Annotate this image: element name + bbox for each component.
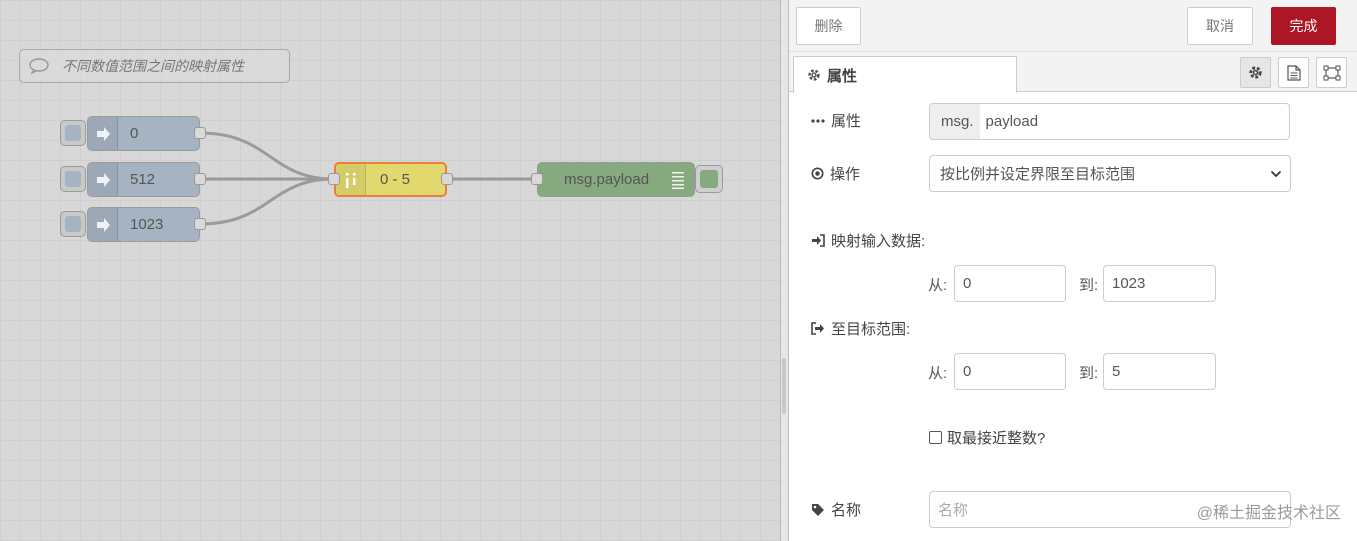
- output-port[interactable]: [194, 127, 206, 139]
- range-node[interactable]: 0 - 5: [334, 162, 447, 197]
- tray-header: 删除 取消 完成: [789, 0, 1357, 52]
- watermark: @稀土掘金技术社区: [1196, 505, 1341, 522]
- tag-icon: [812, 503, 824, 516]
- round-checkbox-row[interactable]: 取最接近整数?: [929, 427, 1045, 448]
- inject-node-label: 0: [130, 125, 139, 142]
- range-node-label: 0 - 5: [380, 171, 411, 188]
- description-tab-button[interactable]: [1278, 57, 1309, 88]
- inject-trigger-button[interactable]: [60, 166, 86, 192]
- input-from-label: 从:: [928, 277, 948, 294]
- debug-node-label: msg.payload: [564, 171, 650, 188]
- name-label: 名称: [811, 499, 861, 520]
- target-from-field[interactable]: 0: [954, 353, 1066, 390]
- comment-node[interactable]: 不同数值范围之间的映射属性: [19, 49, 290, 83]
- inject-node-label: 512: [130, 171, 156, 188]
- target-from-label: 从:: [928, 365, 948, 382]
- name-input[interactable]: 名称: [929, 491, 1291, 528]
- output-port[interactable]: [194, 218, 206, 230]
- delete-button[interactable]: 删除: [796, 7, 861, 45]
- inject-trigger-button[interactable]: [60, 211, 86, 237]
- gear-icon: [808, 69, 820, 81]
- target-range-label: 至目标范围:: [811, 318, 910, 339]
- settings-tab-button[interactable]: [1240, 57, 1271, 88]
- input-from-field[interactable]: 0: [954, 265, 1066, 302]
- node-appearance-icon: [1323, 65, 1340, 80]
- inject-node[interactable]: 0: [87, 116, 200, 151]
- ellipsis-icon: [811, 118, 825, 123]
- debug-toggle-button[interactable]: [695, 165, 723, 193]
- edit-tray: 删除 取消 完成 属性: [788, 0, 1357, 541]
- property-input[interactable]: msg. payload: [929, 103, 1290, 140]
- arrow-icon: [88, 208, 118, 241]
- arrow-icon: [88, 163, 118, 196]
- appearance-tab-button[interactable]: [1316, 57, 1347, 88]
- tray-splitter[interactable]: [780, 0, 788, 541]
- comment-icon: [29, 58, 49, 74]
- action-label: 操作: [811, 163, 860, 184]
- property-value: payload: [985, 113, 1039, 130]
- splitter-grip[interactable]: [782, 358, 786, 414]
- inject-trigger-button[interactable]: [60, 120, 86, 146]
- round-checkbox-label: 取最接近整数?: [947, 430, 1046, 447]
- input-range-label: 映射输入数据:: [811, 230, 925, 251]
- tab-properties[interactable]: 属性: [793, 56, 1017, 93]
- done-button[interactable]: 完成: [1271, 7, 1336, 45]
- input-port[interactable]: [531, 173, 543, 185]
- inject-node[interactable]: 512: [87, 162, 200, 197]
- input-to-field[interactable]: 1023: [1103, 265, 1216, 302]
- target-to-label: 到:: [1079, 365, 1099, 382]
- tray-tab-bar: 属性: [789, 52, 1357, 93]
- action-select[interactable]: 按比例并设定界限至目标范围: [929, 155, 1291, 192]
- sign-in-icon: [812, 234, 825, 247]
- input-to-label: 到:: [1079, 277, 1099, 294]
- flow-wires: [199, 131, 537, 226]
- chevron-down-icon: [1270, 170, 1282, 177]
- action-select-value: 按比例并设定界限至目标范围: [940, 166, 1136, 183]
- document-icon: [1286, 64, 1301, 81]
- cancel-button[interactable]: 取消: [1187, 7, 1253, 45]
- gear-icon: [1249, 66, 1262, 79]
- output-port[interactable]: [441, 173, 453, 185]
- inject-node-label: 1023: [130, 216, 164, 233]
- target-to-field[interactable]: 5: [1103, 353, 1216, 390]
- range-icon: [336, 164, 366, 195]
- input-port[interactable]: [328, 173, 340, 185]
- msg-prefix[interactable]: msg.: [930, 104, 980, 139]
- list-icon: [672, 172, 684, 189]
- sign-out-icon: [811, 322, 824, 335]
- dot-circle-icon: [811, 167, 824, 180]
- property-label: 属性: [811, 110, 861, 131]
- flow-canvas[interactable]: 不同数值范围之间的映射属性 0 512 1023: [0, 0, 780, 541]
- inject-node[interactable]: 1023: [87, 207, 200, 242]
- round-checkbox[interactable]: [929, 431, 942, 444]
- output-port[interactable]: [194, 173, 206, 185]
- tab-properties-label: 属性: [827, 67, 858, 85]
- comment-text: 不同数值范围之间的映射属性: [62, 58, 244, 74]
- debug-node[interactable]: msg.payload: [537, 162, 695, 197]
- arrow-icon: [88, 117, 118, 150]
